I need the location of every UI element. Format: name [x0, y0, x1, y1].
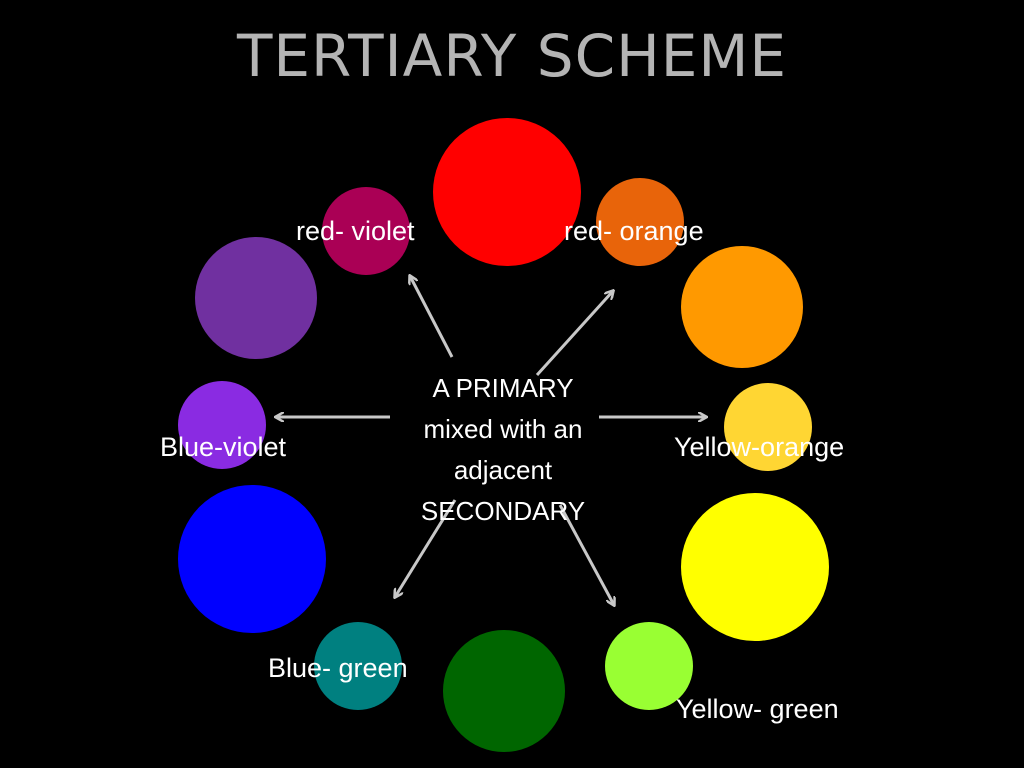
arrow-to-red-violet — [410, 276, 454, 358]
arrow-to-blue-green — [395, 499, 457, 597]
blue-green-circle — [314, 622, 402, 710]
center-line: SECONDARY — [420, 496, 586, 526]
label-red-violet: red- violet — [296, 216, 415, 246]
center-line: adjacent — [453, 455, 553, 485]
violet-circle — [195, 237, 317, 359]
blue-circle — [178, 485, 326, 633]
green-circle — [443, 630, 565, 752]
label-yellow-green: Yellow- green — [676, 694, 839, 724]
yellow-green-circle — [605, 622, 693, 710]
label-blue-violet: Blue-violet — [160, 432, 287, 462]
red-circle — [433, 118, 581, 266]
yellow-orange-circle — [724, 383, 812, 471]
blue-violet-circle — [178, 381, 266, 469]
center-line: mixed with an — [423, 414, 583, 444]
label-blue-green: Blue- green — [268, 653, 408, 683]
slide-title: TERTIARY SCHEME — [236, 22, 788, 90]
center-description: A PRIMARY mixed with an adjacent SECONDA… — [383, 368, 623, 532]
center-line: A PRIMARY — [432, 373, 574, 403]
red-violet-circle — [322, 187, 410, 275]
label-red-orange: red- orange — [564, 216, 704, 246]
yellow-circle — [681, 493, 829, 641]
label-yellow-orange: Yellow-orange — [674, 432, 845, 462]
arrow-to-red-orange — [535, 291, 613, 377]
orange-circle — [681, 246, 803, 368]
arrow-to-yellow-green — [558, 504, 614, 605]
red-orange-circle — [596, 178, 684, 266]
